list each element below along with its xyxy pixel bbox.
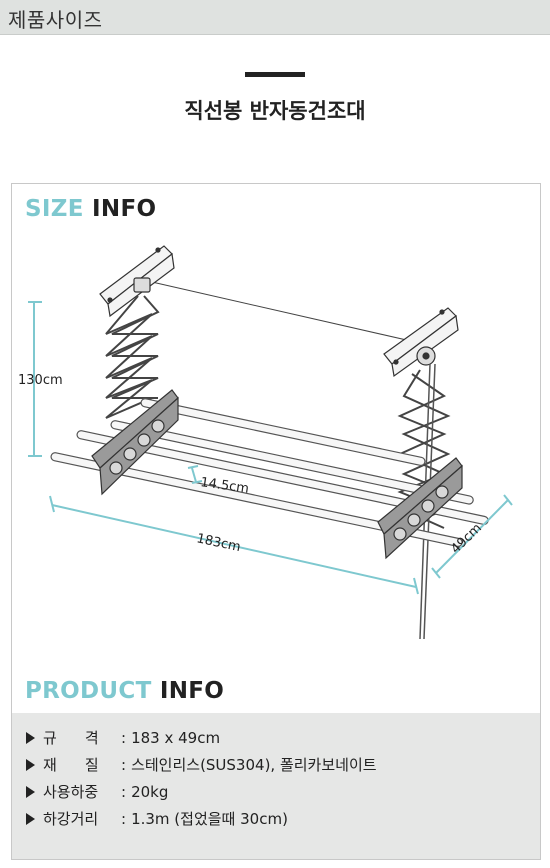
spec-label-part: 규	[43, 729, 57, 747]
left-clamp	[91, 389, 179, 496]
size-info-heading: SIZE INFO	[25, 196, 156, 222]
header-title: 제품사이즈	[8, 8, 103, 32]
spec-label-part: 격	[84, 729, 99, 747]
triangle-bullet-icon	[26, 786, 35, 798]
spec-label: 하강거리	[43, 810, 99, 828]
title-rule	[245, 72, 305, 77]
left-scissor-arm	[105, 295, 160, 419]
triangle-bullet-icon	[26, 759, 35, 771]
spec-label-part: 재	[43, 756, 57, 774]
drying-rods	[50, 398, 489, 548]
triangle-bullet-icon	[26, 732, 35, 744]
left-bracket	[99, 245, 175, 318]
height-dimension	[28, 301, 42, 457]
product-info-accent: PRODUCT	[25, 678, 152, 704]
spec-value: 1.3m (접었을때 30cm)	[131, 810, 288, 828]
depth-dimension	[431, 494, 513, 579]
right-bracket	[383, 307, 459, 378]
product-info-rest: INFO	[159, 678, 225, 704]
product-title: 직선봉 반자동건조대	[184, 99, 366, 123]
triangle-bullet-icon	[26, 813, 35, 825]
size-info-rest: INFO	[92, 196, 157, 222]
spec-row-descent: 하강거리:1.3m (접었을때 30cm)	[26, 808, 288, 829]
height-dimension-label: 130cm	[18, 373, 63, 388]
gap-dimension-label: 14.5cm	[199, 475, 249, 497]
product-info-heading: PRODUCT INFO	[25, 678, 224, 704]
drying-rack-diagram: 130cm 14.5cm 183cm 49cm	[18, 245, 513, 640]
gap-dimension	[187, 465, 203, 484]
spec-value: 20kg	[131, 783, 169, 801]
spec-label-part: 질	[84, 756, 99, 774]
length-dimension	[49, 495, 419, 595]
spec-value: 183 x 49cm	[131, 729, 221, 747]
length-dimension-label: 183cm	[195, 531, 242, 555]
spec-value: 스테인리스(SUS304), 폴리카보네이트	[131, 756, 377, 774]
info-card: SIZE INFO	[11, 183, 541, 860]
spec-row-load: 사용하중:20kg	[26, 781, 168, 802]
right-clamp	[377, 457, 463, 560]
spec-label: 사용하중	[43, 783, 99, 801]
size-info-accent: SIZE	[25, 196, 84, 222]
header-bar: 제품사이즈	[0, 0, 550, 35]
